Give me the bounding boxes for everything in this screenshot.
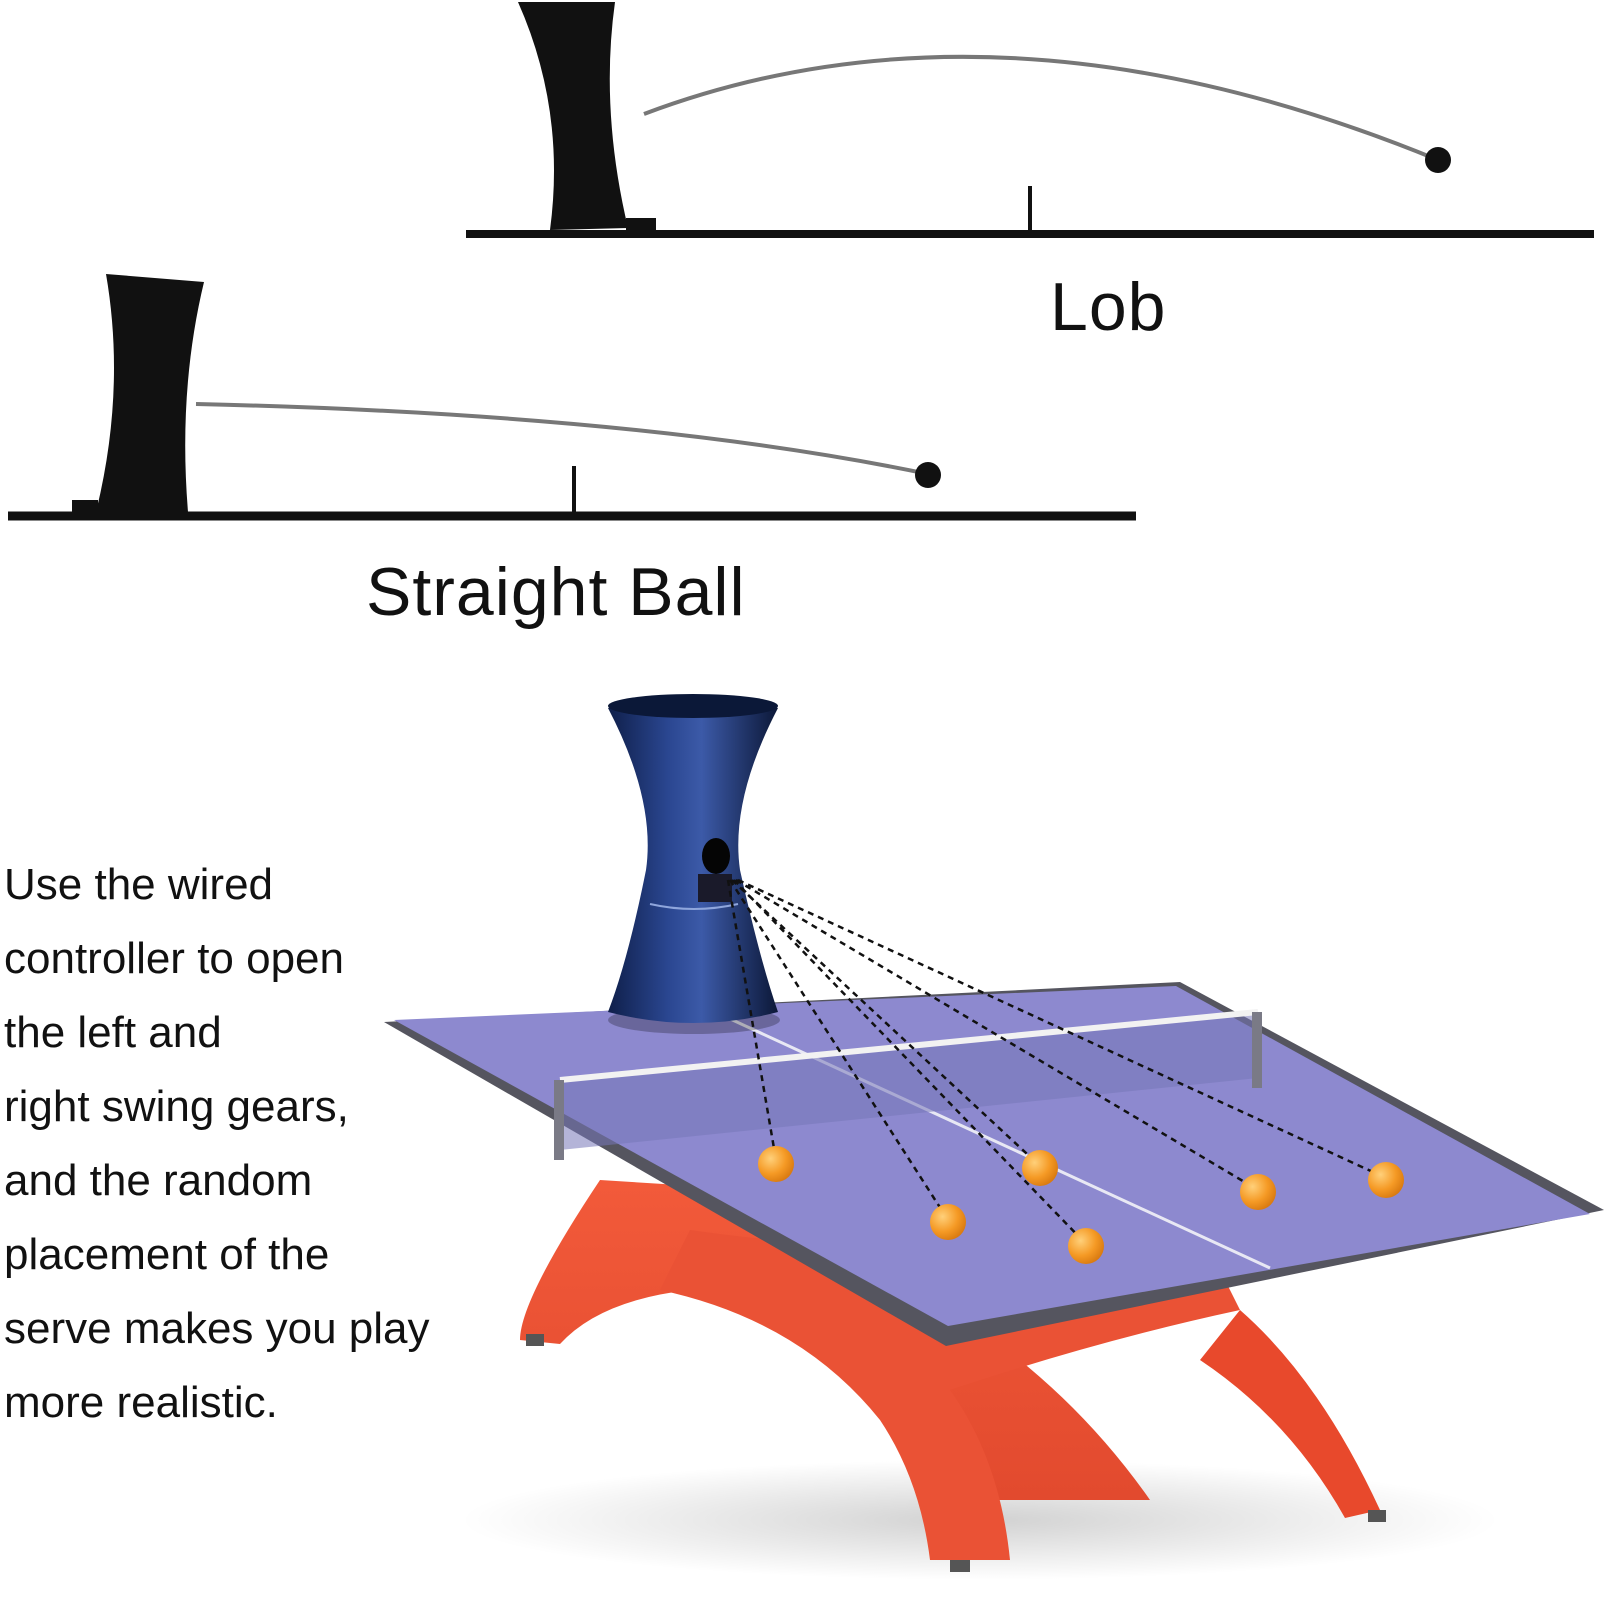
net-post-right — [1252, 1012, 1262, 1088]
feature-description: Use the wired controller to open the lef… — [4, 848, 524, 1440]
lob-robot-foot — [626, 218, 656, 232]
ping-pong-balls — [758, 1146, 1404, 1264]
ping-pong-ball — [758, 1146, 794, 1182]
description-line: the left and — [4, 1008, 222, 1057]
ping-pong-ball — [1022, 1150, 1058, 1186]
straight-ball — [915, 462, 941, 488]
lob-diagram — [466, 2, 1594, 238]
table-foot — [950, 1560, 970, 1572]
table-net — [560, 1012, 1258, 1150]
description-line: and the random — [4, 1156, 313, 1205]
ping-pong-ball — [930, 1204, 966, 1240]
lob-robot-icon — [518, 2, 628, 230]
straight-diagram — [8, 274, 1136, 521]
ping-pong-ball — [1068, 1228, 1104, 1264]
table-foot — [526, 1334, 544, 1346]
serve-trajectories — [726, 878, 1387, 1245]
ping-pong-ball — [1240, 1174, 1276, 1210]
net-post-left — [554, 1080, 564, 1160]
straight-robot-icon — [96, 274, 204, 512]
description-line: serve makes you play — [4, 1304, 430, 1353]
table-foot — [1368, 1510, 1386, 1522]
description-line: Use the wired — [4, 860, 274, 909]
table-tennis-illustration — [384, 694, 1604, 1580]
description-line: right swing gears, — [4, 1082, 349, 1131]
robot-badge — [698, 874, 732, 902]
lob-ball — [1425, 147, 1451, 173]
straight-ball-label: Straight Ball — [366, 554, 746, 630]
ping-pong-ball — [1368, 1162, 1404, 1198]
lob-trajectory — [643, 54, 1439, 162]
straight-trajectory — [195, 402, 929, 476]
description-line: controller to open — [4, 934, 344, 983]
description-line: more realistic. — [4, 1378, 278, 1427]
straight-robot-foot — [72, 500, 98, 514]
lob-label: Lob — [1050, 269, 1167, 345]
ping-pong-robot-icon — [608, 694, 780, 1034]
table-base-right-arch — [1200, 1310, 1380, 1518]
description-line: placement of the — [4, 1230, 330, 1279]
table-center-line — [699, 1003, 1271, 1270]
robot-ball-outlet — [702, 838, 730, 874]
